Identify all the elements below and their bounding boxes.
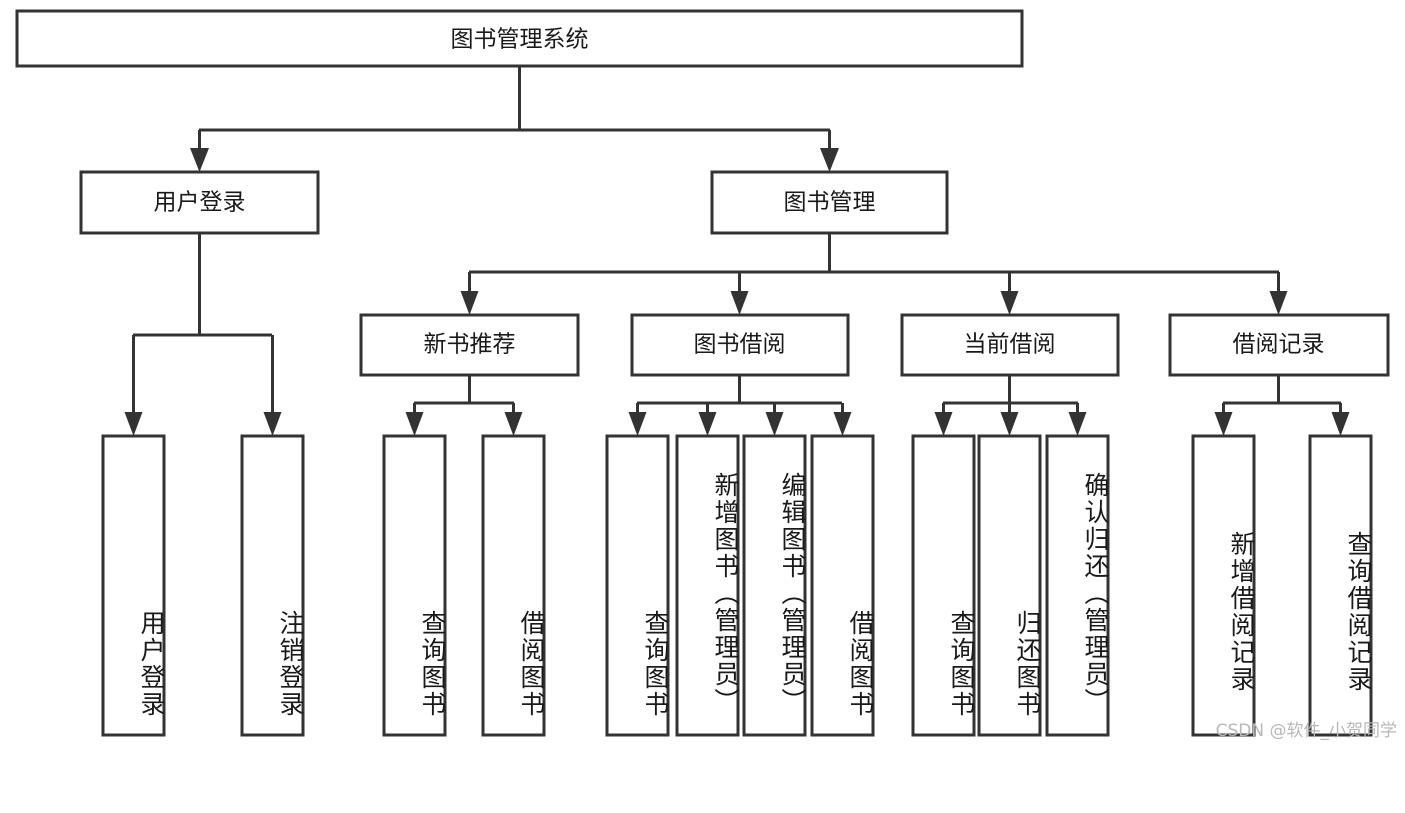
node-root-system-label: 图书管理系统: [451, 27, 589, 53]
leaf-box-current-query-book[interactable]: [911, 434, 976, 737]
diagram-canvas: 图书管理系统 用户登录 图书管理 新书推荐 图书借阅 当前借阅 借阅记录: [15, 9, 1397, 741]
arrow-to-leaf-record-add: [1214, 412, 1233, 436]
arrow-to-current-borrow: [1000, 291, 1019, 315]
arrow-to-leaf-recommend-query: [405, 412, 424, 436]
leaf-box-borrow-query-book[interactable]: [605, 434, 670, 737]
arrow-to-book-borrow: [730, 291, 749, 315]
node-current-borrow-label: 当前借阅: [964, 332, 1056, 358]
arrow-to-borrow-record: [1269, 291, 1288, 315]
leaf-box-borrow-lend-book[interactable]: [810, 434, 875, 737]
leaf-box-record-query[interactable]: [1308, 434, 1373, 737]
leaf-box-borrow-add-book[interactable]: [675, 434, 740, 737]
arrow-to-leaf-user-login: [124, 412, 143, 436]
leaf-box-user-login[interactable]: [101, 434, 166, 737]
leaf-box-current-return-book[interactable]: [977, 434, 1042, 737]
arrow-to-leaf-borrow-edit: [765, 412, 784, 436]
nodes-group: 图书管理系统 用户登录 图书管理 新书推荐 图书借阅 当前借阅 借阅记录: [15, 9, 1390, 737]
leaf-box-recommend-query-book[interactable]: [382, 434, 447, 737]
node-user-login-label: 用户登录: [154, 190, 246, 216]
edges-group: [124, 66, 1350, 436]
arrow-to-leaf-current-query: [934, 412, 953, 436]
arrow-to-book-manage: [820, 148, 839, 172]
leaf-box-borrow-edit-book[interactable]: [742, 434, 807, 737]
leaf-box-record-add[interactable]: [1191, 434, 1256, 737]
node-book-manage-label: 图书管理: [784, 190, 876, 216]
arrow-to-leaf-recommend-borrow: [504, 412, 523, 436]
node-user-login[interactable]: [79, 170, 320, 235]
arrow-to-leaf-current-confirm: [1068, 412, 1087, 436]
leaf-box-current-confirm-return[interactable]: [1045, 434, 1110, 737]
leaf-box-logout[interactable]: [240, 434, 305, 737]
arrow-to-leaf-record-query: [1331, 412, 1350, 436]
node-borrow-record[interactable]: [1168, 313, 1390, 377]
node-root-system[interactable]: [15, 9, 1024, 68]
node-book-manage[interactable]: [710, 170, 949, 235]
arrow-to-leaf-borrow-lend: [833, 412, 852, 436]
arrow-to-user-login: [190, 148, 209, 172]
node-new-book-recommend-label: 新书推荐: [424, 332, 516, 358]
arrow-to-new-book-recommend: [460, 291, 479, 315]
node-book-borrow-label: 图书借阅: [694, 332, 786, 358]
arrow-to-leaf-logout: [263, 412, 282, 436]
node-borrow-record-label: 借阅记录: [1233, 332, 1325, 358]
arrow-to-leaf-current-return: [1000, 412, 1019, 436]
tree-diagram-svg: 图书管理系统 用户登录 图书管理 新书推荐 图书借阅 当前借阅 借阅记录: [15, 9, 1390, 737]
arrow-to-leaf-borrow-query: [628, 412, 647, 436]
node-book-borrow[interactable]: [630, 313, 850, 377]
leaf-box-recommend-borrow-book[interactable]: [481, 434, 546, 737]
node-current-borrow[interactable]: [900, 313, 1120, 377]
node-new-book-recommend[interactable]: [359, 313, 580, 377]
csdn-watermark: CSDN @软件_小贺同学: [1215, 721, 1397, 741]
arrow-to-leaf-borrow-add: [698, 412, 717, 436]
